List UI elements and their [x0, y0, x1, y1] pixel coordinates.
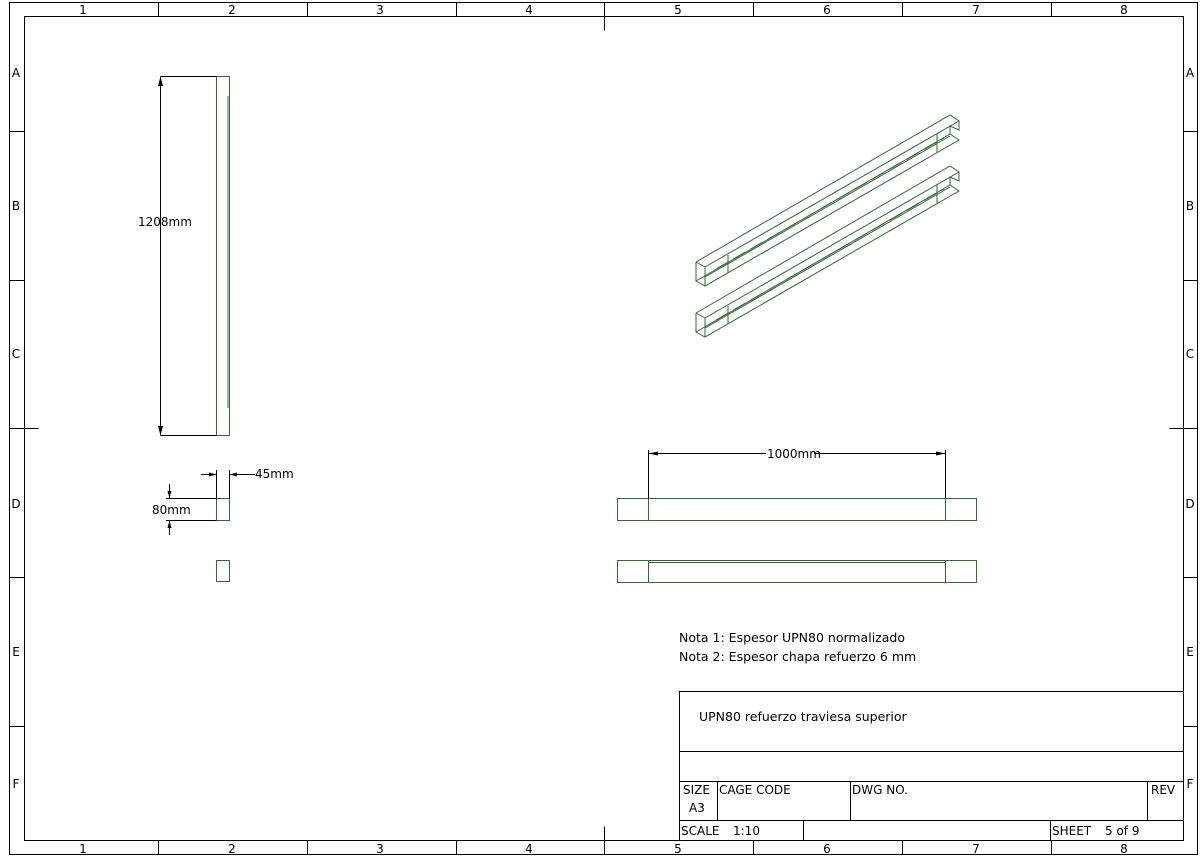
col-label-5-top: 5	[674, 3, 682, 17]
scale-label: SCALE	[681, 824, 719, 838]
title-block	[679, 691, 1184, 841]
col-label-7-bottom: 7	[972, 842, 980, 856]
column-labels: 1 2 3 4 5 6 7 8 1 2 3 4 5 6 7 8	[79, 3, 1128, 856]
section-view	[216, 498, 230, 582]
front-view	[617, 498, 977, 521]
col-label-8-bottom: 8	[1120, 842, 1128, 856]
col-label-1-bottom: 1	[79, 842, 87, 856]
dimension-label-width: 45mm	[255, 467, 294, 481]
col-label-6-bottom: 6	[823, 842, 831, 856]
dwg-no-label: DWG NO.	[852, 783, 908, 797]
col-label-3-top: 3	[376, 3, 384, 17]
sheet-value: 5 of 9	[1105, 824, 1139, 838]
row-label-c-left: C	[12, 347, 20, 361]
row-labels: A B C D E F A B C D E F	[11, 66, 1195, 791]
row-label-f-left: F	[13, 777, 20, 791]
dimension-height	[166, 484, 217, 535]
row-label-f-right: F	[1187, 777, 1194, 791]
side-view	[216, 76, 230, 436]
isometric-view	[695, 114, 960, 338]
row-dividers	[9, 131, 1198, 727]
row-label-b-left: B	[12, 199, 20, 213]
sheet-frame	[9, 2, 1198, 855]
row-label-d-right: D	[1185, 497, 1194, 511]
size-label: SIZE	[683, 783, 710, 797]
rev-label: REV	[1151, 783, 1176, 797]
row-label-e-left: E	[12, 645, 20, 659]
col-label-1-top: 1	[79, 3, 87, 17]
note-2: Nota 2: Espesor chapa refuerzo 6 mm	[679, 649, 916, 664]
dimension-label-length-vertical: 1208mm	[138, 215, 192, 229]
row-label-a-left: A	[12, 66, 21, 80]
col-label-3-bottom: 3	[376, 842, 384, 856]
column-dividers	[158, 2, 1052, 855]
sheet-label: SHEET	[1052, 824, 1092, 838]
col-label-4-top: 4	[525, 3, 533, 17]
row-label-d-left: D	[11, 497, 20, 511]
note-1: Nota 1: Espesor UPN80 normalizado	[679, 630, 905, 645]
row-label-a-right: A	[1186, 66, 1195, 80]
col-label-5-bottom: 5	[674, 842, 682, 856]
col-label-2-bottom: 2	[228, 842, 236, 856]
col-label-7-top: 7	[972, 3, 980, 17]
notes: Nota 1: Espesor UPN80 normalizado Nota 2…	[679, 630, 916, 664]
plan-view	[617, 560, 977, 583]
cage-code-label: CAGE CODE	[719, 783, 791, 797]
row-label-c-right: C	[1186, 347, 1194, 361]
dimension-length-horizontal	[648, 450, 946, 499]
dimension-label-height: 80mm	[152, 503, 191, 517]
drawing-title: UPN80 refuerzo traviesa superior	[699, 709, 908, 724]
size-value: A3	[689, 801, 705, 815]
row-label-e-right: E	[1186, 645, 1194, 659]
row-label-b-right: B	[1186, 199, 1194, 213]
dimension-length-vertical	[158, 76, 217, 436]
col-label-2-top: 2	[228, 3, 236, 17]
dimension-label-length-horizontal: 1000mm	[767, 447, 821, 461]
dimension-width	[201, 470, 255, 499]
col-label-8-top: 8	[1120, 3, 1128, 17]
col-label-6-top: 6	[823, 3, 831, 17]
scale-value: 1:10	[733, 824, 760, 838]
col-label-4-bottom: 4	[525, 842, 533, 856]
